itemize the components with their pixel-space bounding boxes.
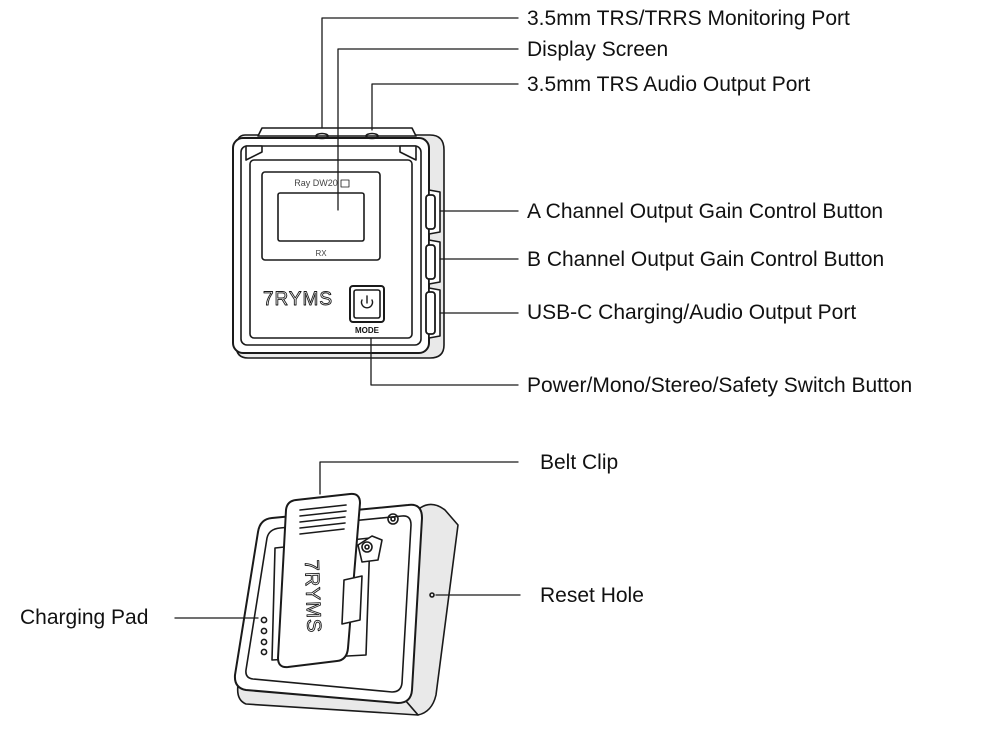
leader-audio-output-port xyxy=(371,83,519,131)
label-belt-clip: Belt Clip xyxy=(540,451,619,474)
mode-text: MODE xyxy=(355,326,380,335)
leader-belt-clip xyxy=(319,461,519,495)
display-screen xyxy=(261,171,381,261)
rx-text: RX xyxy=(315,249,327,258)
label-a-channel-gain: A Channel Output Gain Control Button xyxy=(527,200,884,223)
charging-pad xyxy=(260,616,268,656)
reset-hole xyxy=(429,592,435,598)
label-monitoring-port: 3.5mm TRS/TRRS Monitoring Port xyxy=(527,7,850,30)
label-reset-hole: Reset Hole xyxy=(540,584,644,607)
front-device xyxy=(232,127,445,359)
side-buttons xyxy=(425,189,441,339)
brand-logo-back: 7RYMS xyxy=(300,559,325,633)
label-power-switch: Power/Mono/Stereo/Safety Switch Button xyxy=(527,374,913,397)
leader-display-screen xyxy=(337,48,519,211)
label-display-screen: Display Screen xyxy=(527,38,669,61)
label-b-channel-gain: B Channel Output Gain Control Button xyxy=(527,248,885,271)
back-device xyxy=(233,492,459,716)
leader-power-switch xyxy=(370,337,519,386)
power-mode-button xyxy=(349,285,385,323)
label-charging-pad: Charging Pad xyxy=(20,606,149,629)
brand-logo-front: 7RYMS xyxy=(263,289,333,310)
audio-output-port-hole xyxy=(365,132,379,140)
belt-clip xyxy=(277,492,363,669)
model-text: Ray DW20 xyxy=(294,178,338,188)
leader-monitoring-port xyxy=(321,17,519,129)
leader-lines xyxy=(174,17,521,619)
monitoring-port-hole xyxy=(315,132,329,140)
label-usb-c-port: USB-C Charging/Audio Output Port xyxy=(527,301,857,324)
label-audio-output-port: 3.5mm TRS Audio Output Port xyxy=(527,73,811,96)
power-icon xyxy=(360,295,374,309)
